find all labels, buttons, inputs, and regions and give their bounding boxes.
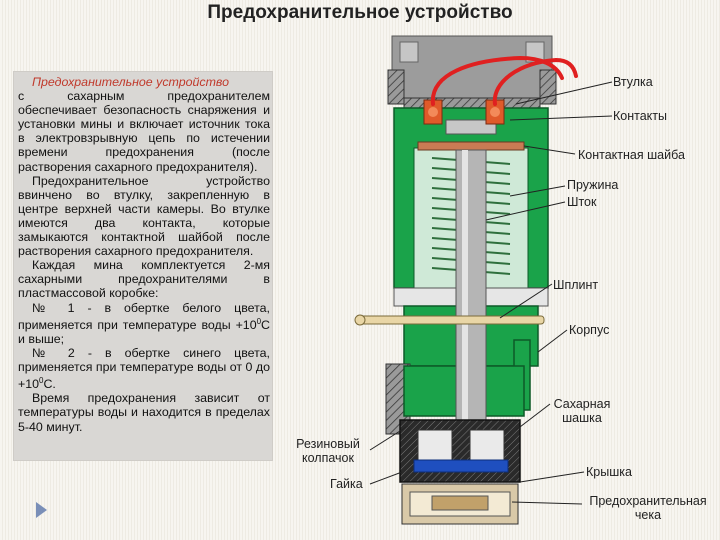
label-sleeve: Втулка xyxy=(613,75,653,89)
slide-title: Предохранительное устройство xyxy=(207,2,513,23)
label-rubber-cap: Резиновый колпачок xyxy=(296,437,360,465)
label-cotter-pin: Шплинт xyxy=(553,278,599,292)
sugar-block xyxy=(399,419,521,525)
contacts xyxy=(423,99,505,125)
paragraph-fuse-2: № 2 - в обертке синего цвета, применяетс… xyxy=(18,345,270,392)
paragraph-kit: Каждая мина комплектуется 2-мя сахарными… xyxy=(18,258,270,301)
label-safety-pin: Предохранительная чека xyxy=(589,494,707,522)
sleeve-top xyxy=(387,35,557,111)
contact-washer xyxy=(417,141,525,151)
rod xyxy=(445,119,497,461)
label-contact-washer: Контактная шайба xyxy=(578,148,685,162)
intro-body: с сахарным предохранителем обеспечивает … xyxy=(18,89,270,174)
label-cover: Крышка xyxy=(586,465,632,479)
description-panel: Предохранительное устройство с сахарным … xyxy=(14,72,272,460)
label-sugar-block: Сахарная шашка xyxy=(553,397,611,425)
intro-heading: Предохранительное устройство xyxy=(32,75,229,89)
label-spring: Пружина xyxy=(567,178,619,192)
leader-lines xyxy=(369,81,613,505)
description-text: Предохранительное устройство с сахарным … xyxy=(18,75,270,434)
label-rod: Шток xyxy=(567,195,597,209)
red-wires xyxy=(430,55,578,106)
label-body: Корпус xyxy=(569,323,610,337)
cotter-pin xyxy=(354,314,545,326)
paragraph-mounting: Предохранительное устройство ввинчено во… xyxy=(18,173,270,259)
paragraph-time: Время предохранения зависит от температу… xyxy=(18,391,270,434)
paragraph-fuse-1: № 1 - в обертке белого цвета, применяетс… xyxy=(18,300,270,346)
label-nut: Гайка xyxy=(330,477,363,491)
label-contacts: Контакты xyxy=(613,109,667,123)
next-slide-arrow-icon[interactable] xyxy=(36,502,47,518)
